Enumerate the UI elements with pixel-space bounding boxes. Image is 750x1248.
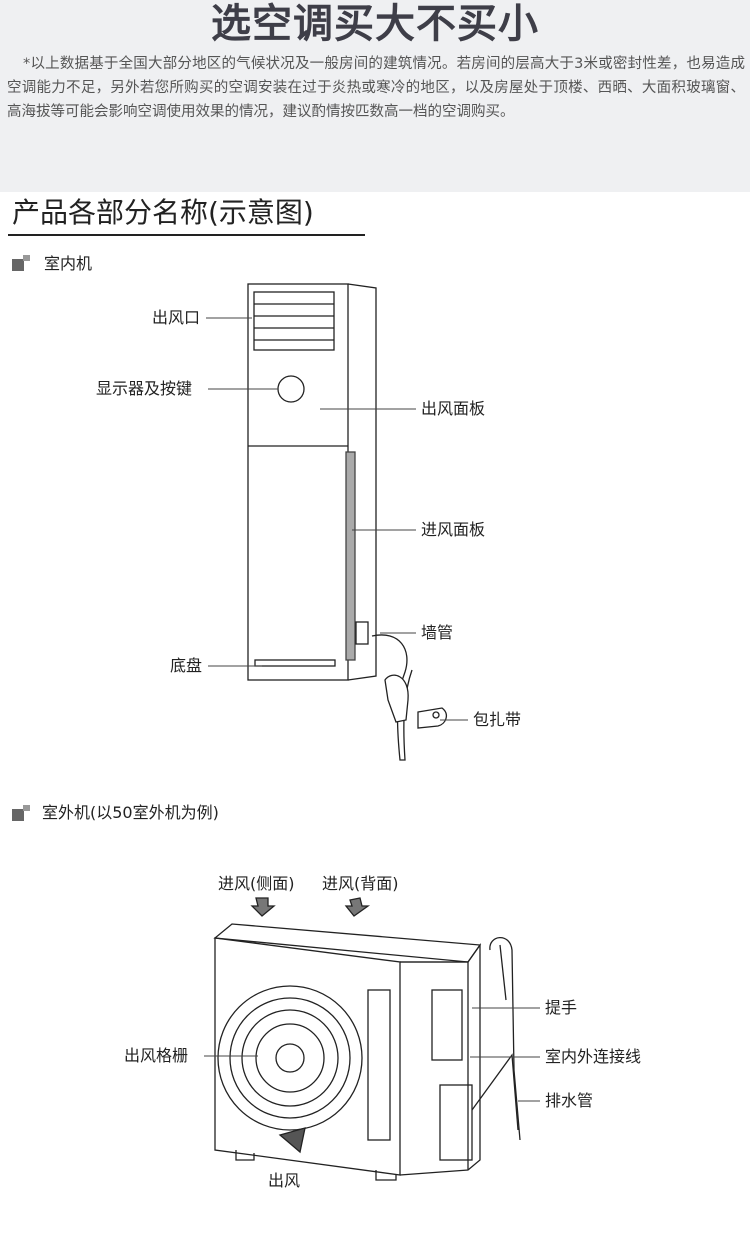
header-band (0, 0, 750, 192)
label-base: 底盘 (170, 656, 203, 675)
label-air-out: 出风 (268, 1171, 301, 1190)
outdoor-unit-drawing (213, 897, 521, 1181)
indoor-title: 室内机 (44, 254, 93, 273)
page-title: 选空调买大不买小 (211, 1, 539, 47)
section-underline (8, 234, 365, 236)
label-strap: 包扎带 (473, 710, 522, 729)
indoor-unit-drawing (247, 283, 448, 761)
label-inlet-back: 进风(背面) (322, 874, 399, 893)
label-outlet: 出风口 (152, 308, 201, 327)
square-bullet-icon (12, 255, 30, 271)
label-drain: 排水管 (545, 1091, 594, 1110)
outdoor-title: 室外机(以50室外机为例) (42, 803, 219, 822)
label-inlet-side: 进风(侧面) (218, 874, 295, 893)
label-connect: 室内外连接线 (545, 1047, 642, 1066)
label-wall-pipe: 墙管 (421, 623, 454, 642)
section-title: 产品各部分名称(示意图) (12, 196, 314, 229)
sizing-note: *以上数据基于全国大部分地区的气候状况及一般房间的建筑情况。若房间的层高大于3米… (7, 56, 745, 120)
label-outlet-panel: 出风面板 (421, 399, 486, 418)
square-bullet-icon (12, 805, 30, 821)
label-grille: 出风格栅 (124, 1046, 189, 1065)
label-handle: 提手 (545, 998, 578, 1017)
label-display: 显示器及按键 (96, 379, 193, 398)
label-inlet-panel: 进风面板 (421, 520, 486, 539)
